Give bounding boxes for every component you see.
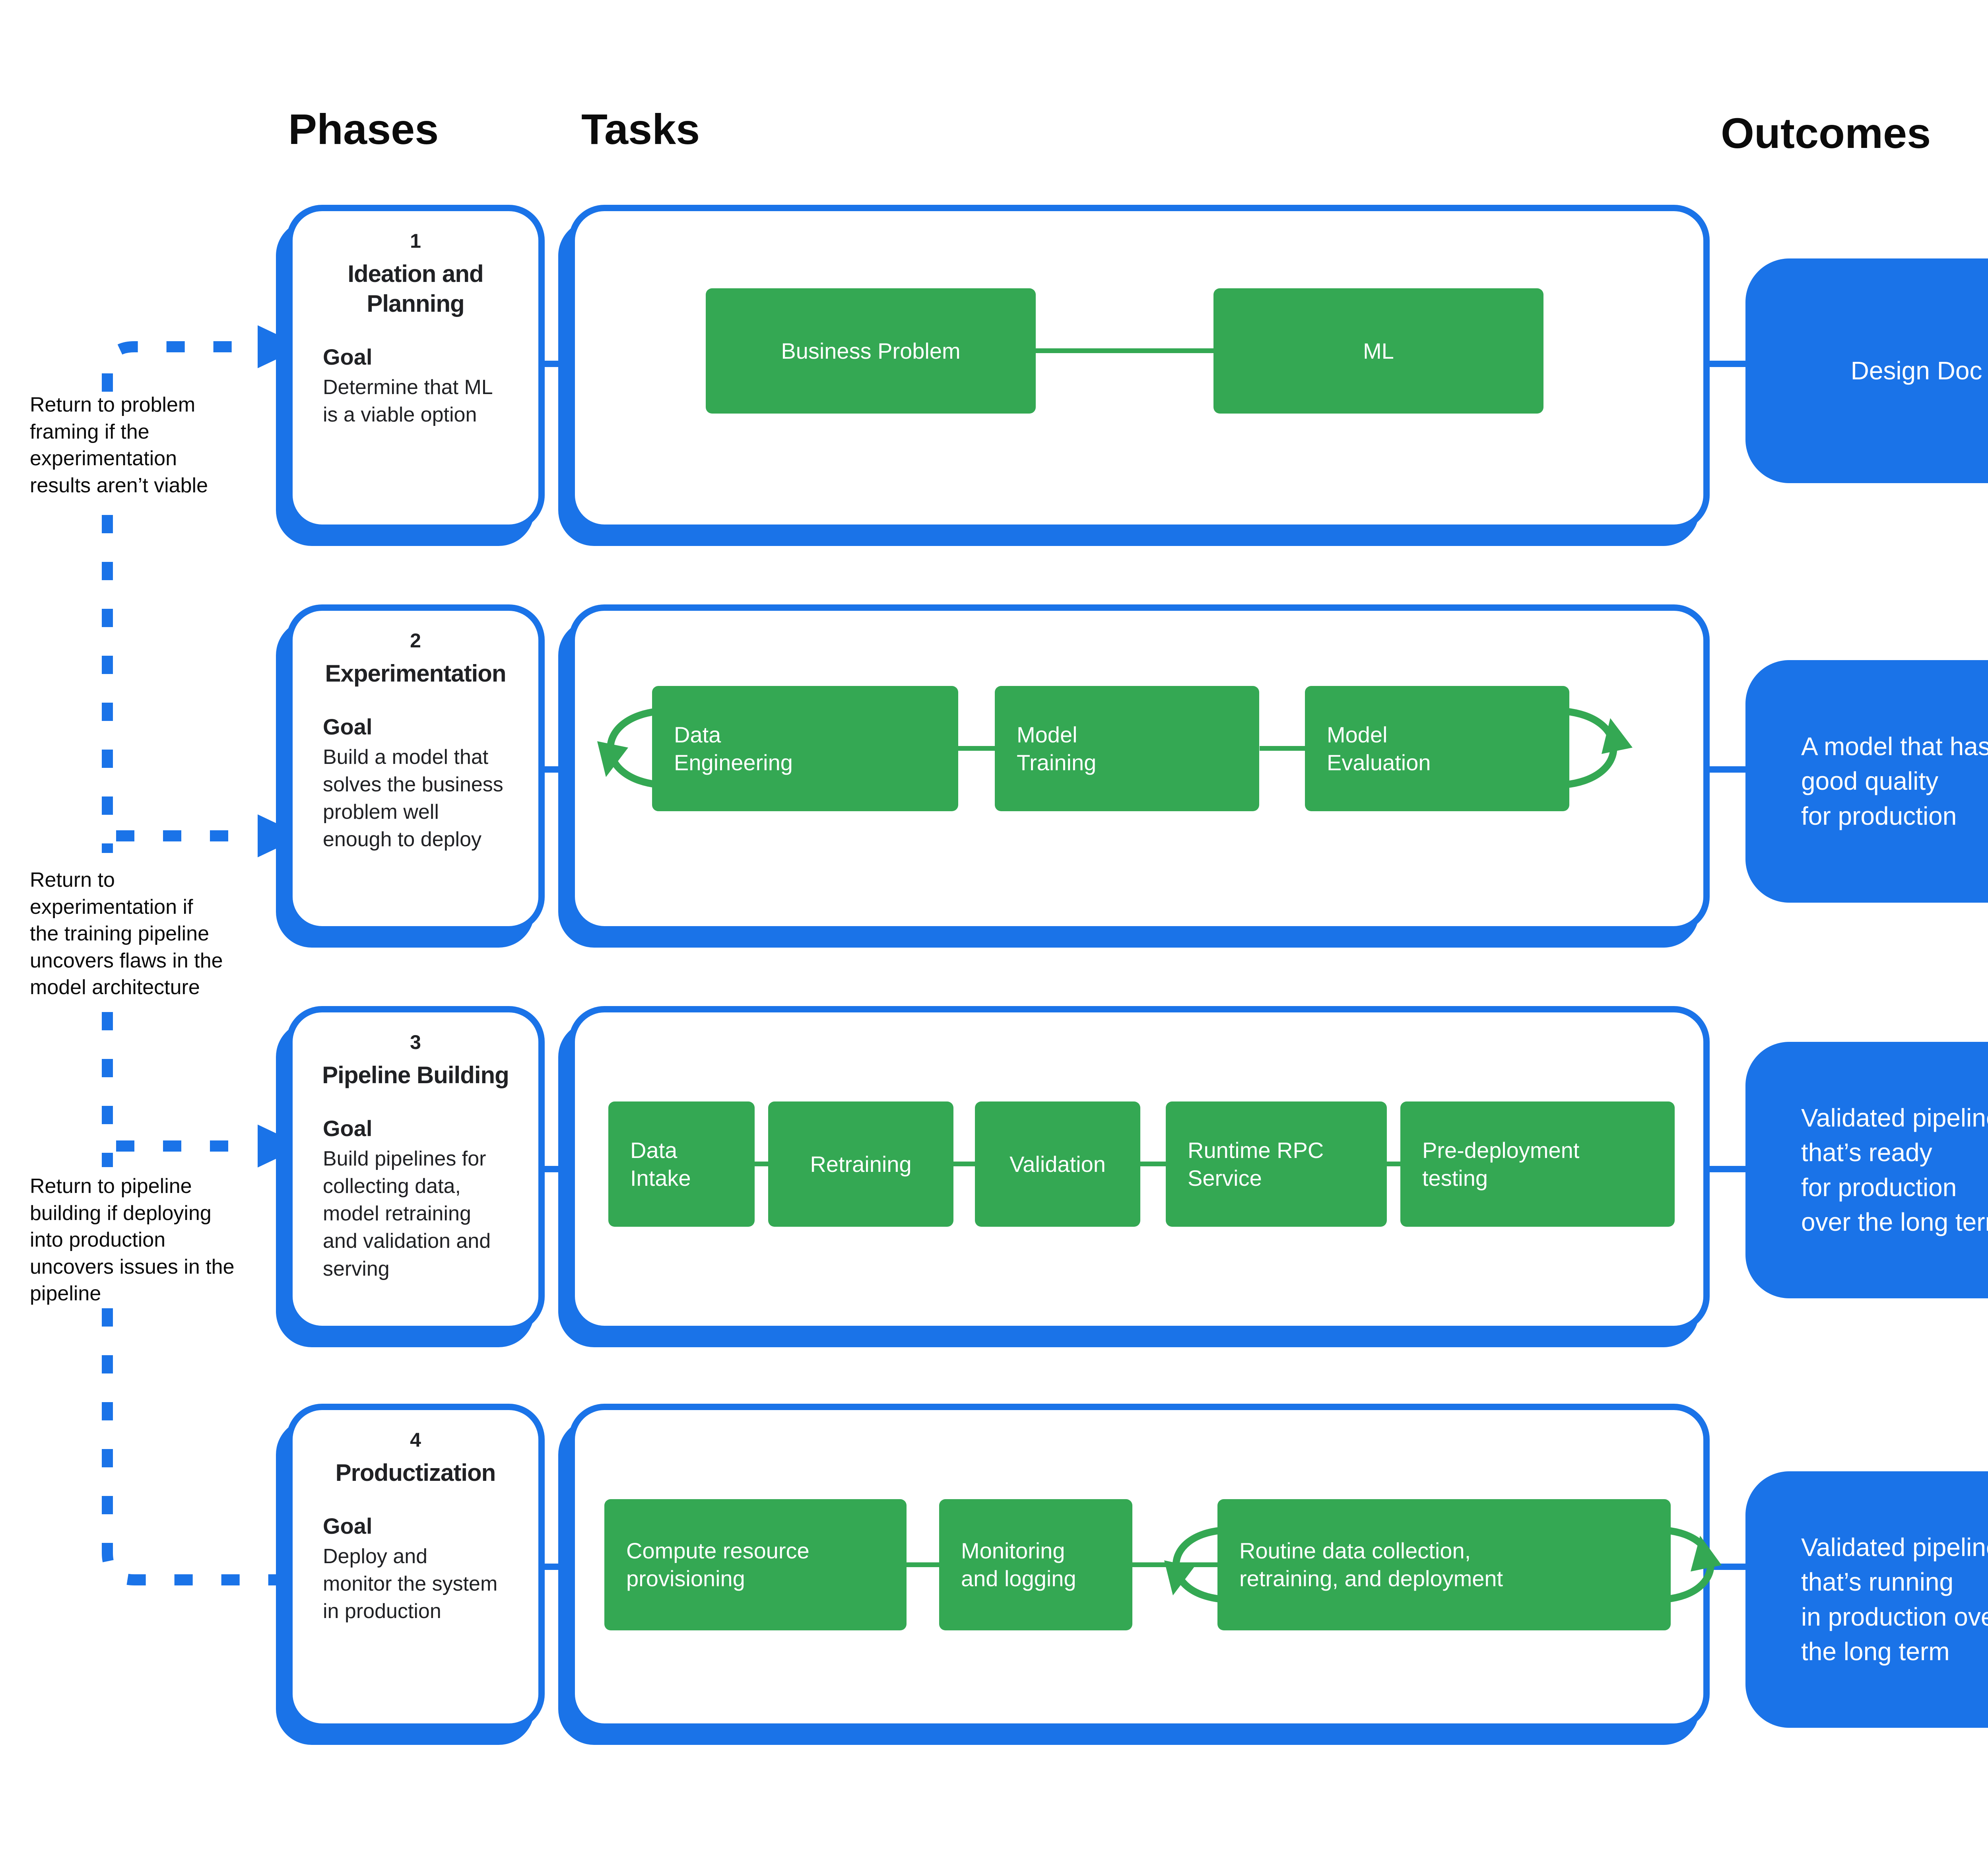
task-monitoring-and-logging: Monitoring and logging <box>939 1499 1132 1630</box>
return-arrowhead-phase1-icon <box>258 325 303 368</box>
phase-box-experimentation: 2 Experimentation Goal Build a model tha… <box>286 604 545 932</box>
note-return-to-experimentation: Return to experimentation if the trainin… <box>30 868 223 999</box>
phase-title: Experimentation <box>325 660 506 687</box>
task-compute-resource-provisioning: Compute resource provisioning <box>604 1499 907 1630</box>
return-arrowhead-phase3-icon <box>258 1125 303 1167</box>
task-model-training: Model Training <box>995 686 1259 811</box>
return-path-to-phase1 <box>102 341 250 392</box>
phase-box-pipeline-building: 3 Pipeline Building Goal Build pipelines… <box>286 1006 545 1332</box>
outcomes-column-header: Outcomes <box>1721 109 1931 157</box>
outcome-good-quality-model: A model that has good quality for produc… <box>1745 660 1988 903</box>
task-ml: ML <box>1213 288 1543 414</box>
goal-text: Determine that ML is a viable option <box>323 376 493 427</box>
return-arrowhead-phase2-icon <box>258 814 303 857</box>
outcome-design-doc: Design Doc <box>1745 258 1988 483</box>
phase-title: Productization <box>335 1459 496 1486</box>
phase-title: Pipeline Building <box>322 1062 509 1088</box>
task-model-evaluation: Model Evaluation <box>1305 686 1569 811</box>
tasks-column-header: Tasks <box>581 105 700 153</box>
phases-column-header: Phases <box>288 105 439 153</box>
blue-connectors <box>542 361 1746 1570</box>
goal-label: Goal <box>323 1116 373 1141</box>
phase-number: 3 <box>410 1031 421 1053</box>
task-routine-data-collection: Routine data collection, retraining, and… <box>1217 1499 1671 1630</box>
phase-number: 4 <box>410 1429 421 1451</box>
loop-arrowhead-up-icon <box>1602 718 1633 754</box>
phase-number: 2 <box>410 629 421 652</box>
task-data-engineering: Data Engineering <box>652 686 958 811</box>
note-return-to-problem-framing: Return to problem framing if the experim… <box>30 393 208 497</box>
phase-box-ideation: 1 Ideation and Planning Goal Determine t… <box>286 205 545 531</box>
note-return-to-pipeline-building: Return to pipeline building if deploying… <box>30 1175 235 1305</box>
phase-number: 1 <box>410 230 421 252</box>
phase-box-productization: 4 Productization Goal Deploy and monitor… <box>286 1404 545 1730</box>
goal-text: Build a model that solves the business p… <box>323 746 503 851</box>
phase-title: Ideation and Planning <box>348 260 483 317</box>
goal-label: Goal <box>323 714 373 739</box>
loop-arrowhead-down-icon <box>1164 1560 1194 1595</box>
task-predeployment-testing: Pre-deployment testing <box>1400 1101 1675 1227</box>
loop-arrowhead-down-icon <box>597 741 628 777</box>
task-validation: Validation <box>975 1101 1140 1227</box>
goal-text: Build pipelines for collecting data, mod… <box>323 1147 491 1280</box>
goal-label: Goal <box>323 344 373 369</box>
task-runtime-rpc-service: Runtime RPC Service <box>1166 1101 1387 1227</box>
return-path-to-phase4 <box>102 1308 283 1585</box>
task-data-intake: Data Intake <box>608 1101 755 1227</box>
task-retraining: Retraining <box>768 1101 953 1227</box>
loop-arrowhead-up-icon <box>1691 1536 1722 1572</box>
outcome-validated-pipeline-ready: Validated pipeline that’s ready for prod… <box>1745 1042 1988 1298</box>
goal-label: Goal <box>323 1513 373 1539</box>
left-return-path <box>102 341 283 1585</box>
task-business-problem: Business Problem <box>706 288 1036 414</box>
outcome-validated-pipeline-running: Validated pipeline that’s running in pro… <box>1745 1471 1988 1728</box>
goal-text: Deploy and monitor the system in product… <box>323 1545 498 1623</box>
green-connectors <box>755 348 1400 1567</box>
